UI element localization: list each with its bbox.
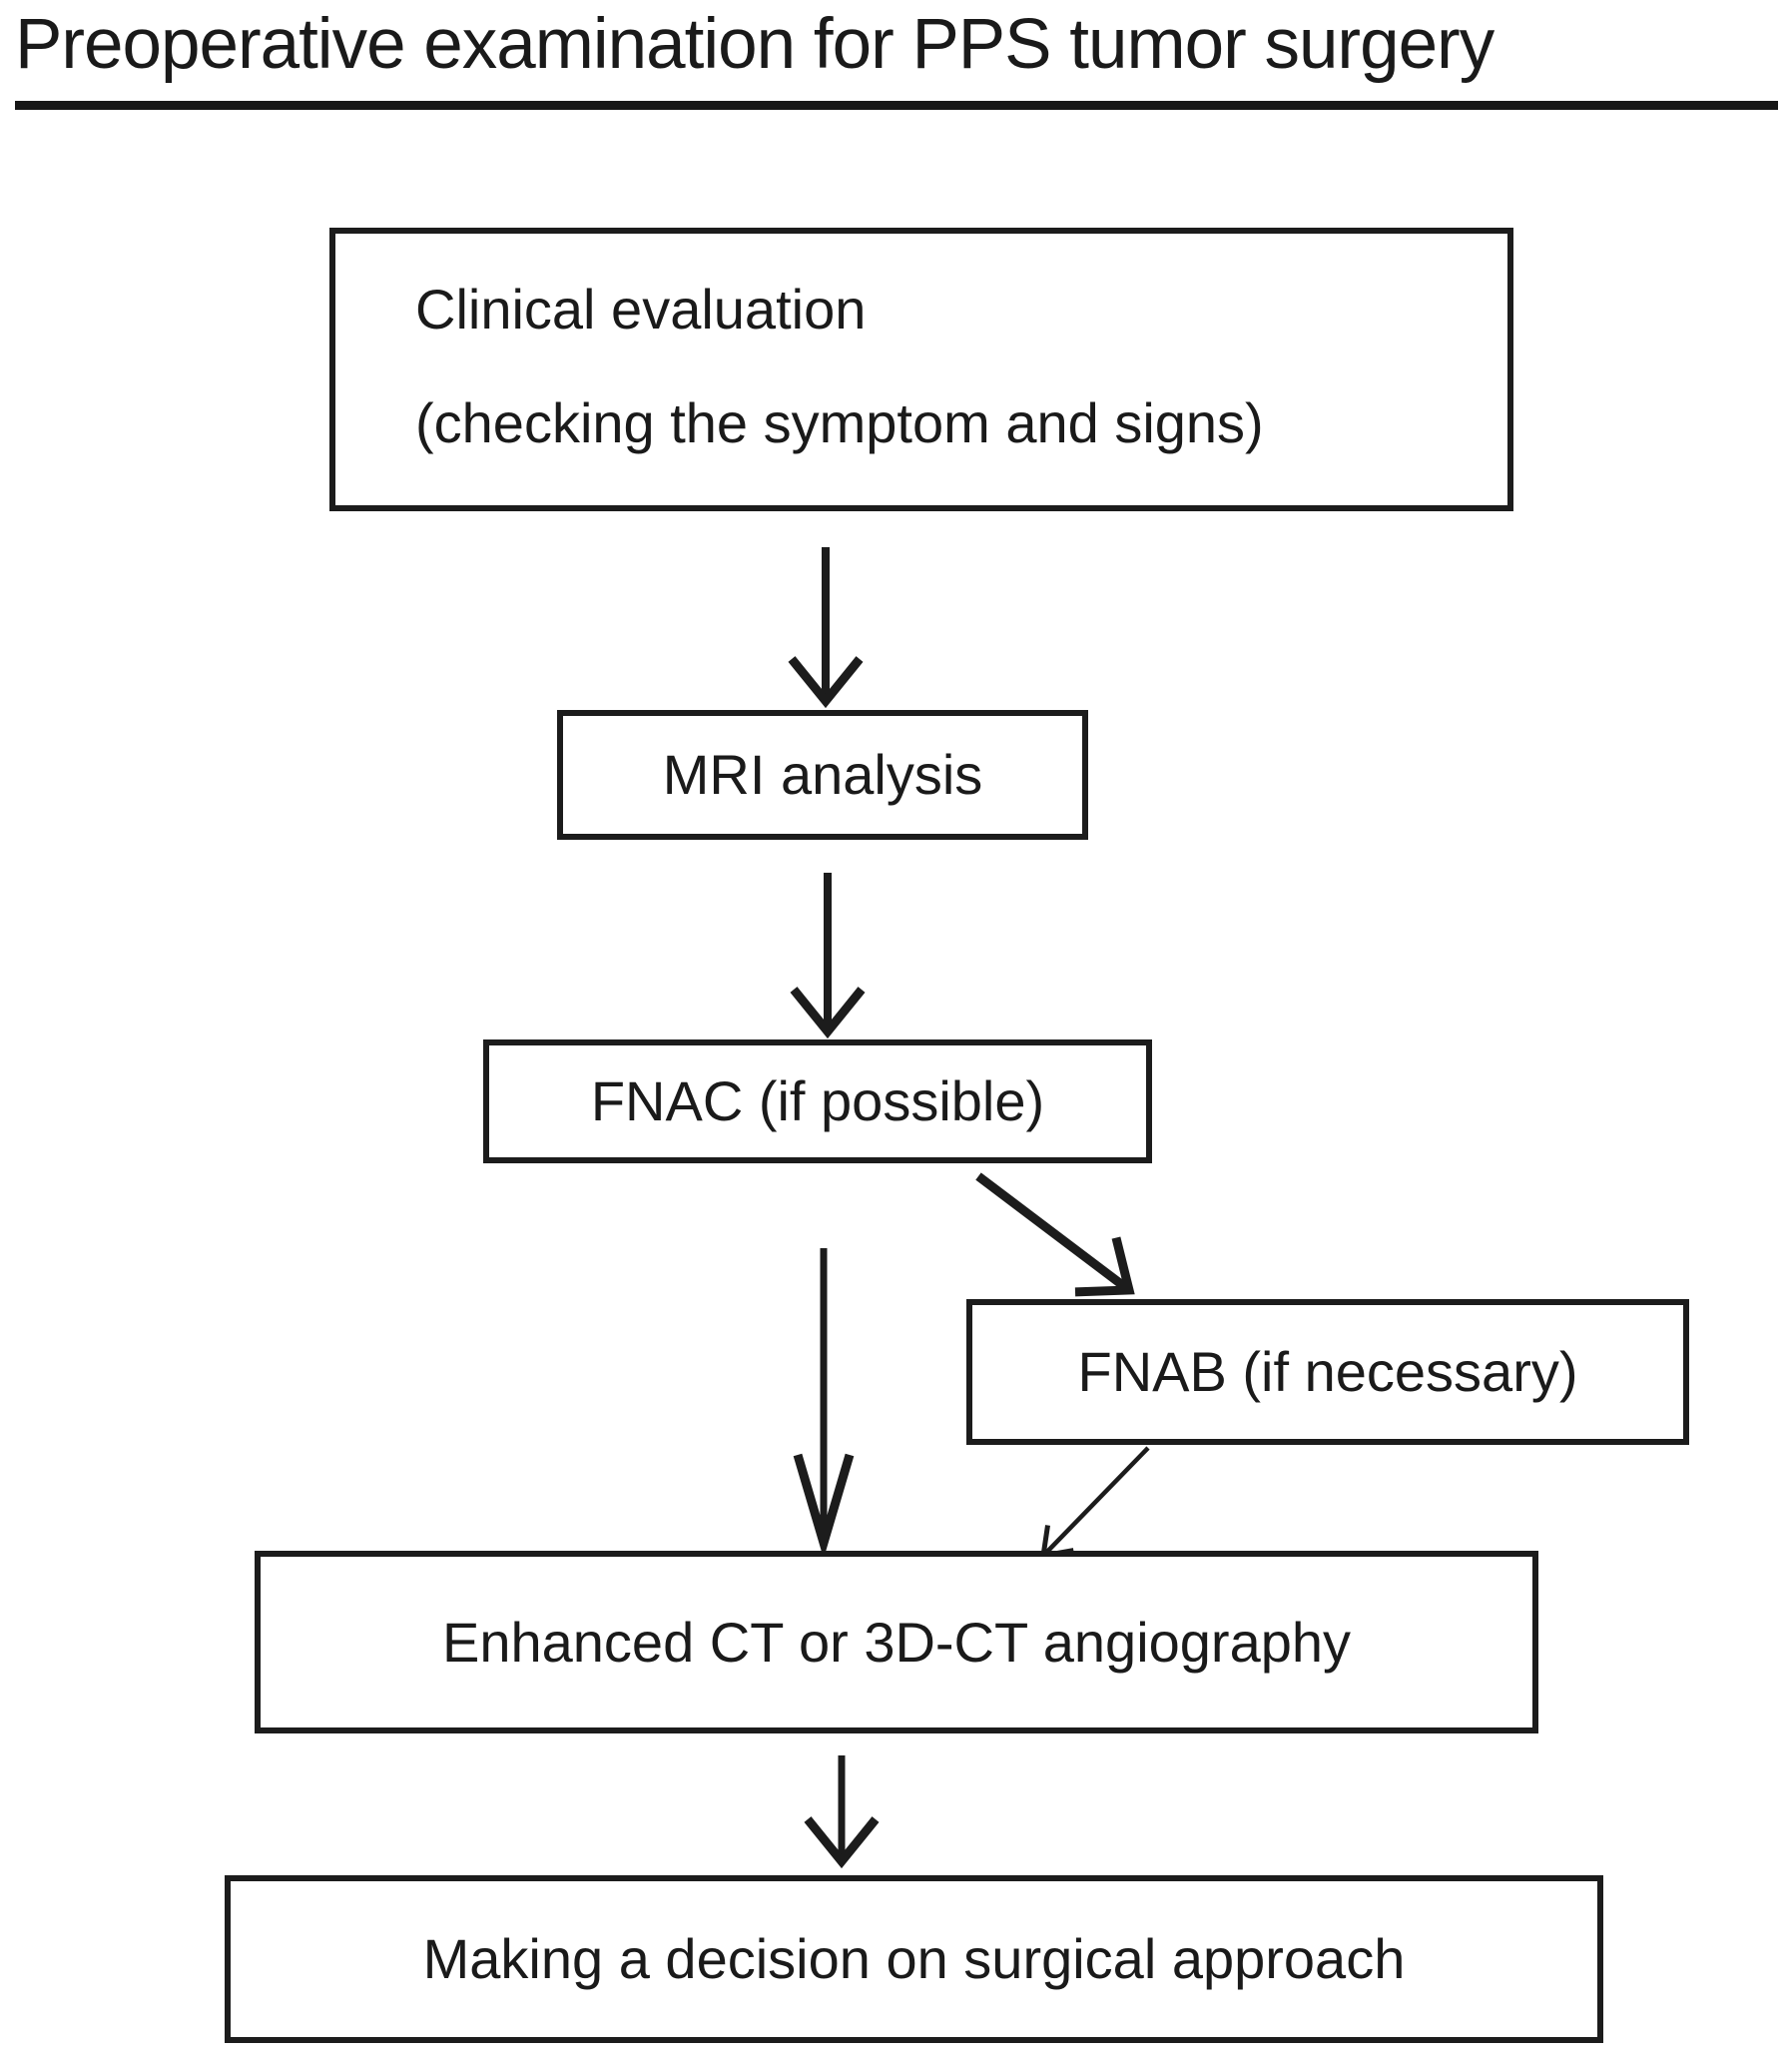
- node-fnab: FNAB (if necessary): [966, 1299, 1689, 1445]
- node-clinical-evaluation-line2: (checking the symptom and signs): [415, 391, 1264, 454]
- node-mri-analysis: MRI analysis: [557, 710, 1088, 840]
- node-fnab-label: FNAB (if necessary): [1077, 1340, 1578, 1403]
- node-decision-label: Making a decision on surgical approach: [422, 1927, 1406, 1990]
- node-mri-analysis-label: MRI analysis: [662, 743, 983, 806]
- arrow-fnac-to-fnab: [975, 1172, 1135, 1297]
- node-fnac: FNAC (if possible): [483, 1039, 1152, 1163]
- node-clinical-evaluation: Clinical evaluation (checking the sympto…: [329, 228, 1513, 511]
- node-decision: Making a decision on surgical approach: [225, 1875, 1603, 2043]
- node-enhanced-ct-label: Enhanced CT or 3D-CT angiography: [442, 1610, 1351, 1674]
- figure-title: Preoperative examination for PPS tumor s…: [15, 4, 1778, 110]
- node-enhanced-ct: Enhanced CT or 3D-CT angiography: [255, 1551, 1538, 1733]
- node-clinical-evaluation-line1: Clinical evaluation: [415, 278, 867, 341]
- node-fnac-label: FNAC (if possible): [590, 1069, 1045, 1132]
- arrow-fnab-to-ct: [1040, 1446, 1150, 1560]
